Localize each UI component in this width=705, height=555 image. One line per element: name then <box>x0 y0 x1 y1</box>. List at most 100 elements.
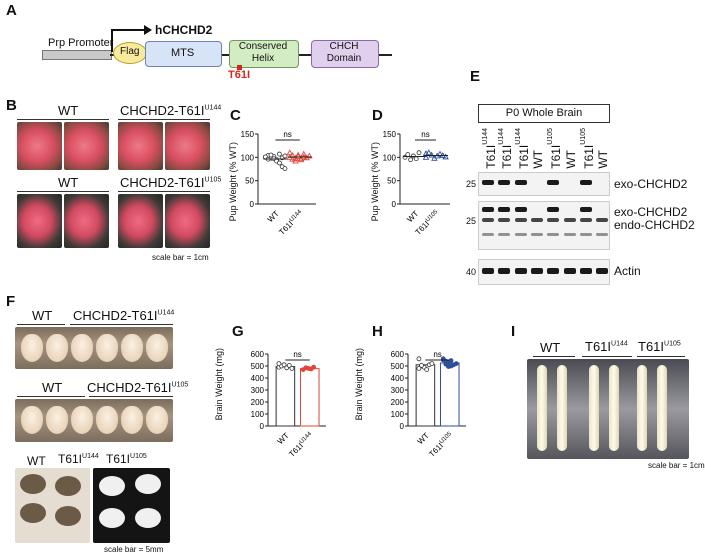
marker-25-b: 25 <box>466 216 477 226</box>
helix-label-line1: Conserved <box>238 41 288 52</box>
band-actin <box>547 268 560 274</box>
i-m1-rule <box>582 356 632 357</box>
significance-label: ns <box>421 130 429 139</box>
bar <box>299 368 320 427</box>
panel-label-d: D <box>372 107 383 124</box>
blot-bands <box>478 0 609 290</box>
data-point <box>424 367 430 373</box>
band-exo-2 <box>514 207 527 212</box>
brain-specimen <box>71 334 93 362</box>
transcription-arrow-head <box>144 25 152 35</box>
y-tick-label: 100 <box>391 410 405 419</box>
y-tick-label: 100 <box>383 153 397 162</box>
gene-label: hCHCHD2 <box>155 23 213 37</box>
f-brain-photo-u105 <box>93 468 170 543</box>
x-tick-sup: U105 <box>439 431 454 446</box>
significance-label: ns <box>283 130 291 139</box>
chch-label-line2: Domain <box>326 53 362 64</box>
f-r1-wt-rule <box>17 324 65 325</box>
brain-specimen <box>121 334 143 362</box>
i-spinal-cord-photo <box>527 359 689 459</box>
brain-specimen <box>21 406 43 434</box>
conserved-helix-domain <box>229 40 299 68</box>
brain-u144-a <box>55 476 81 496</box>
i-m1-label: T61IU144 <box>585 339 628 354</box>
band-endo-low <box>563 233 576 236</box>
y-tick-label: 50 <box>387 177 396 186</box>
x-tick-label: WT <box>416 431 431 446</box>
mts-domain <box>145 41 222 67</box>
data-point <box>300 150 308 157</box>
y-tick-label: 0 <box>260 422 265 431</box>
spinal-cord <box>557 365 567 451</box>
b-top-wt-rule <box>17 119 109 120</box>
data-point <box>297 156 305 163</box>
f-brain-tray-1 <box>15 327 173 369</box>
e-header-label: P0 Whole Brain <box>505 107 583 119</box>
data-point <box>311 364 317 370</box>
band-actin <box>482 268 494 274</box>
b-bottom-mut-label: CHCHD2-T61IU105 <box>120 175 222 190</box>
band-actin <box>563 268 576 274</box>
band-exo-2 <box>547 207 560 212</box>
bar <box>275 366 296 427</box>
f-r2-wt-label: WT <box>42 380 63 395</box>
band-exo-2 <box>579 207 592 212</box>
band-actin <box>514 268 527 274</box>
band-endo <box>498 218 511 222</box>
y-tick-label: 150 <box>241 130 255 139</box>
b-bottom-wt-label: WT <box>58 175 79 190</box>
data-point <box>416 150 422 156</box>
band-actin <box>596 268 609 274</box>
y-tick-label: 400 <box>391 374 405 383</box>
panel-label-a: A <box>6 2 17 19</box>
brain-specimen <box>21 334 43 362</box>
f-r3-mut1-label: T61IU144 <box>58 452 99 466</box>
band-endo-low <box>482 233 494 236</box>
panel-label-i: I <box>511 323 516 340</box>
data-point <box>419 362 424 368</box>
f-r2-mut-rule <box>89 396 173 397</box>
b-top-mut-label: CHCHD2-T61IU144 <box>120 103 222 118</box>
pup-photo-u105-2 <box>165 194 210 248</box>
band-endo-low <box>579 233 592 236</box>
x-tick-sup: U105 <box>425 209 440 224</box>
y-tick-label: 100 <box>251 410 265 419</box>
marker-25-a: 25 <box>466 179 477 189</box>
band-exo <box>482 180 494 185</box>
f-r1-mut-label: CHCHD2-T61IU144 <box>73 308 175 323</box>
data-point <box>416 365 422 371</box>
data-point <box>405 152 411 157</box>
band-exo-2 <box>498 207 511 212</box>
pup-photo-wt-3 <box>17 194 62 248</box>
data-point <box>448 358 454 364</box>
data-point <box>429 361 435 367</box>
pup-photo-u144-1 <box>118 122 163 170</box>
b-bottom-mut-rule <box>118 191 210 192</box>
band-endo <box>530 218 543 222</box>
pup-photo-u105-1 <box>118 194 163 248</box>
f-r3-wt-label: WT <box>27 454 46 468</box>
bar <box>415 364 436 427</box>
pup-photo-wt-4 <box>64 194 109 248</box>
spinal-cord <box>537 365 547 451</box>
panel-label-g: G <box>232 323 244 340</box>
data-point <box>408 157 413 163</box>
x-tick-label: WT <box>276 431 291 446</box>
band-exo <box>547 180 560 185</box>
data-point <box>292 157 299 164</box>
mutation-label: T61I <box>228 69 251 81</box>
x-tick-label: T61IU144 <box>287 431 315 459</box>
brain-u105-a <box>135 474 161 494</box>
band-endo <box>547 218 560 222</box>
y-tick-label: 500 <box>251 362 265 371</box>
e-label-actin: Actin <box>614 264 641 278</box>
y-tick-label: 0 <box>250 200 255 209</box>
transcription-arrow-stem <box>111 29 113 52</box>
i-wt-label: WT <box>540 340 561 355</box>
panel-label-e: E <box>470 68 481 85</box>
i-m2-label: T61IU105 <box>638 339 681 354</box>
f-brain-photo-u144 <box>15 468 90 543</box>
